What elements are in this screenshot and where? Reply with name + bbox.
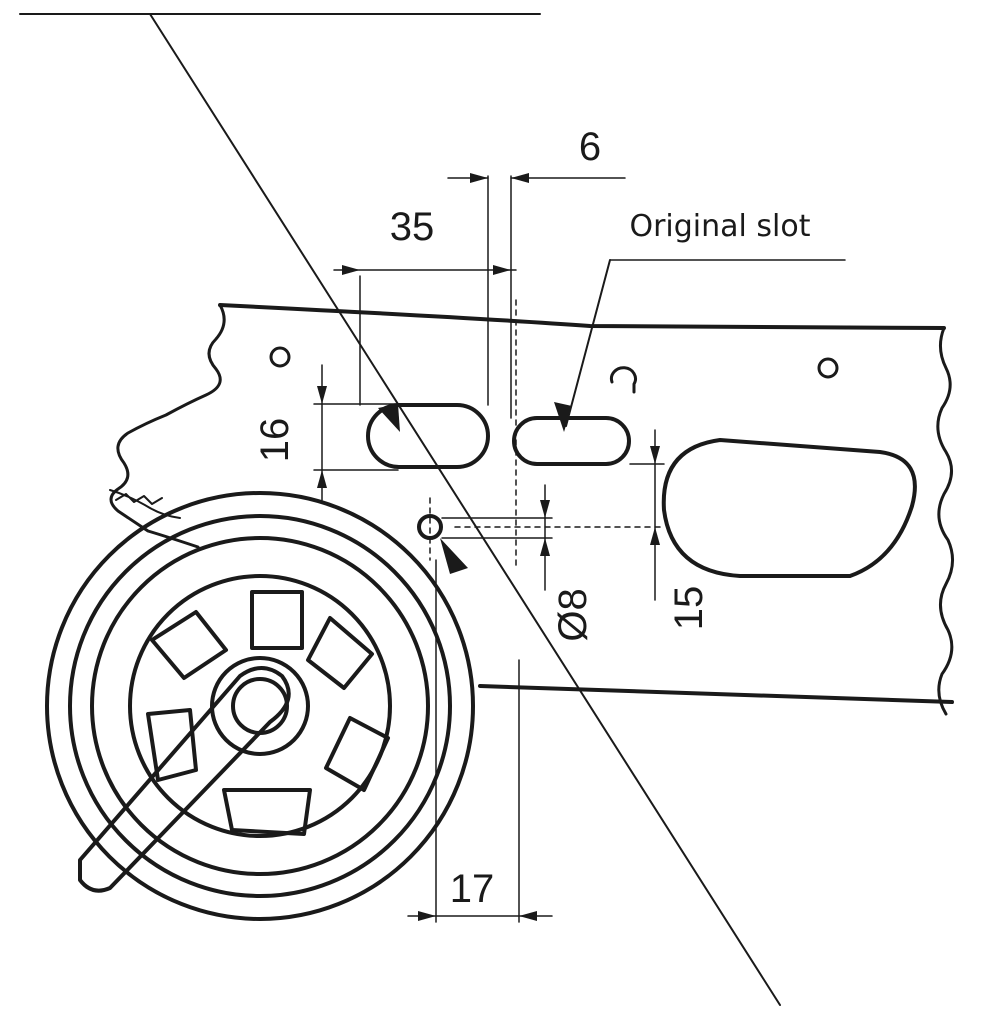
dim-8-label: Ø8 [551,588,595,641]
dim-35-arrow-right [493,265,511,275]
dim-16-label: 16 [253,418,297,463]
plate-right-break-edge [936,326,954,716]
plate-bottom-edge [478,684,954,704]
dim-35-arrow-left [342,265,360,275]
dim-15-label: 15 [667,586,711,631]
diagonal-reference-line [149,13,781,1006]
small-hole-right [817,357,839,379]
dim-6-label: 6 [579,125,601,169]
dim-16-arrow-top [317,386,327,404]
callout-arrowhead [554,402,572,432]
hole-arrowhead [440,538,468,574]
new-slot-arrowhead [378,404,400,432]
large-cutout [661,438,917,578]
handwheel-hub-ring [90,536,430,876]
spoke-window-3 [306,616,374,690]
spoke-window-2 [250,590,304,650]
dim-8-arrow-bottom [540,538,550,556]
small-hole-left [269,346,291,368]
spoke-window-5 [146,708,198,782]
handwheel-hub [210,656,310,756]
handwheel [45,491,475,921]
original-slot-label: Original slot [629,209,810,244]
weld-seam-marks [115,493,163,505]
crank-handle [78,666,291,893]
spoke-window-6 [222,788,312,836]
small-hole-middle [609,366,637,394]
dim-17-arrow-right [519,911,537,921]
weld-seam [109,489,181,519]
dim-6-arrow-right [511,173,529,183]
dim-15-arrow-top [650,446,660,464]
handwheel-spoke-ring [128,574,392,838]
dim-15-arrow-bottom [650,527,660,545]
new-slot [366,403,490,469]
spoke-window-1 [150,610,228,680]
dim-16-arrow-bottom [317,470,327,488]
dim-35-label: 35 [390,205,435,249]
spoke-window-4 [324,716,390,792]
dim-8-arrow-top [540,500,550,518]
handwheel-hub-bore [231,677,289,735]
plate-left-break-edge [109,303,226,549]
handwheel-rim-inner [68,514,452,898]
dim-6-arrow-left [470,173,488,183]
original-slot [512,416,631,466]
handwheel-outer-rim [45,491,475,921]
callout-leader-arrow-line [565,259,611,427]
dim-17-arrow-left [418,911,436,921]
dim-17-label: 17 [450,867,495,911]
plate-top-edge [218,303,946,330]
